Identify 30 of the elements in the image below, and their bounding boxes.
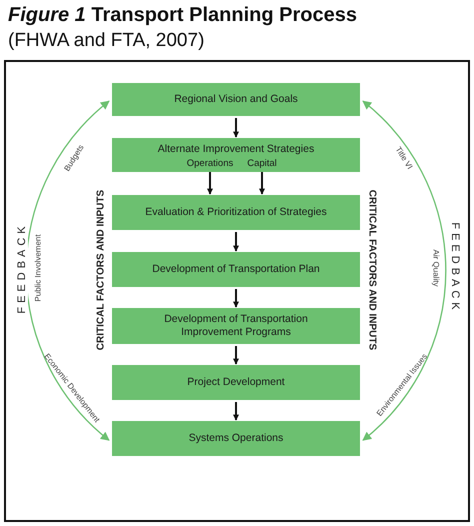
side-label: CRITICAL FACTORS AND INPUTS — [366, 190, 378, 350]
arrow — [233, 232, 239, 252]
process-box — [112, 308, 360, 344]
process-box — [112, 83, 360, 116]
box-text: Evaluation & Prioritization of Strategies — [145, 206, 327, 219]
box-text: Project Development — [187, 376, 285, 389]
figure-caption: (FHWA and FTA, 2007) — [8, 30, 204, 52]
arc-label: Public Involvement — [34, 234, 42, 302]
feedback-arrow — [362, 100, 446, 441]
sub-label: Operations — [186, 158, 234, 170]
arrow — [233, 118, 239, 138]
process-box — [112, 252, 360, 287]
side-label: CRITICAL FACTORS AND INPUTS — [96, 190, 106, 350]
arrow — [233, 346, 239, 365]
process-box — [112, 421, 360, 456]
process-box — [112, 365, 360, 400]
arc-label: Air Quality — [432, 250, 440, 286]
process-box — [112, 195, 360, 230]
box-text: Alternate Improvement Strategies — [158, 143, 314, 156]
arrow — [233, 289, 239, 308]
arrow — [259, 171, 265, 195]
figure-title: Figure 1 Transport Planning Process — [8, 4, 357, 27]
box-text: Systems Operations — [188, 432, 284, 445]
box-text: Development of Transportation Plan — [152, 263, 320, 276]
box-text: Development of Transportation Improvement Programs — [163, 313, 309, 339]
arrow — [233, 402, 239, 421]
box-text: Regional Vision and Goals — [174, 93, 298, 106]
arrow — [207, 171, 213, 195]
sub-label: Capital — [247, 158, 277, 170]
process-box — [112, 138, 360, 172]
